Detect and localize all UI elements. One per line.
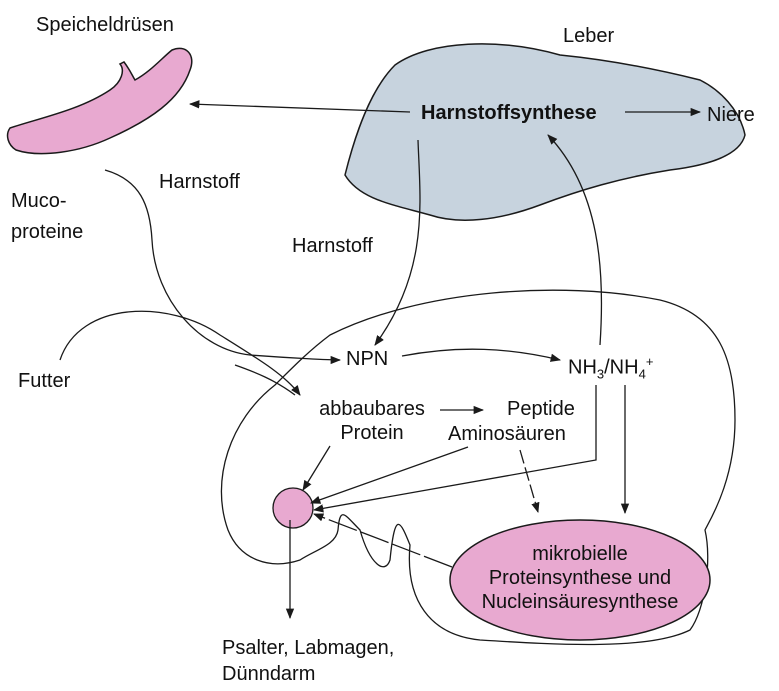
label-peptide: Peptide bbox=[507, 397, 575, 421]
label-output-line2: Dünndarm bbox=[222, 662, 315, 686]
label-abbaubares-line1: abbaubares bbox=[307, 397, 437, 421]
arrow-amino-node bbox=[311, 447, 468, 503]
label-harnstoff-left: Harnstoff bbox=[159, 170, 240, 194]
label-mikro-line3: Nucleinsäuresynthese bbox=[455, 590, 705, 614]
nh4-superscript: + bbox=[646, 354, 654, 369]
arrow-npn-nh3 bbox=[402, 349, 560, 360]
nh3-text: NH bbox=[568, 357, 597, 379]
label-harnstoff-mid: Harnstoff bbox=[292, 234, 373, 258]
salivary-gland-shape bbox=[8, 48, 192, 153]
arrow-amino-microbial bbox=[520, 450, 538, 512]
label-niere: Niere bbox=[707, 103, 755, 127]
label-nh3-nh4: NH3/NH4+ bbox=[568, 350, 653, 387]
nh4-text: /NH bbox=[604, 357, 638, 379]
liver-shape bbox=[345, 44, 745, 220]
label-futter: Futter bbox=[18, 369, 70, 393]
label-npn: NPN bbox=[346, 347, 388, 371]
label-leber: Leber bbox=[563, 24, 614, 48]
label-muco-line1: Muco- bbox=[11, 189, 67, 213]
arrow-protein-node bbox=[303, 446, 330, 490]
label-aminosaeuren: Aminosäuren bbox=[448, 422, 566, 446]
label-muco-line2: proteine bbox=[11, 220, 83, 244]
futter-line bbox=[60, 311, 300, 395]
label-mikro-line1: mikrobielle bbox=[455, 542, 705, 566]
label-abbaubares-line2: Protein bbox=[307, 421, 437, 445]
absorption-node bbox=[273, 488, 313, 528]
label-mikro-line2: Proteinsynthese und bbox=[455, 566, 705, 590]
label-harnstoffsynthese: Harnstoffsynthese bbox=[421, 101, 597, 125]
harnstoff-gland-line bbox=[105, 170, 340, 360]
arrow-microbial-node bbox=[314, 514, 452, 567]
label-speicheldruesen: Speicheldrüsen bbox=[36, 13, 174, 37]
nh4-subscript: 4 bbox=[639, 367, 646, 382]
label-output-line1: Psalter, Labmagen, bbox=[222, 636, 394, 660]
